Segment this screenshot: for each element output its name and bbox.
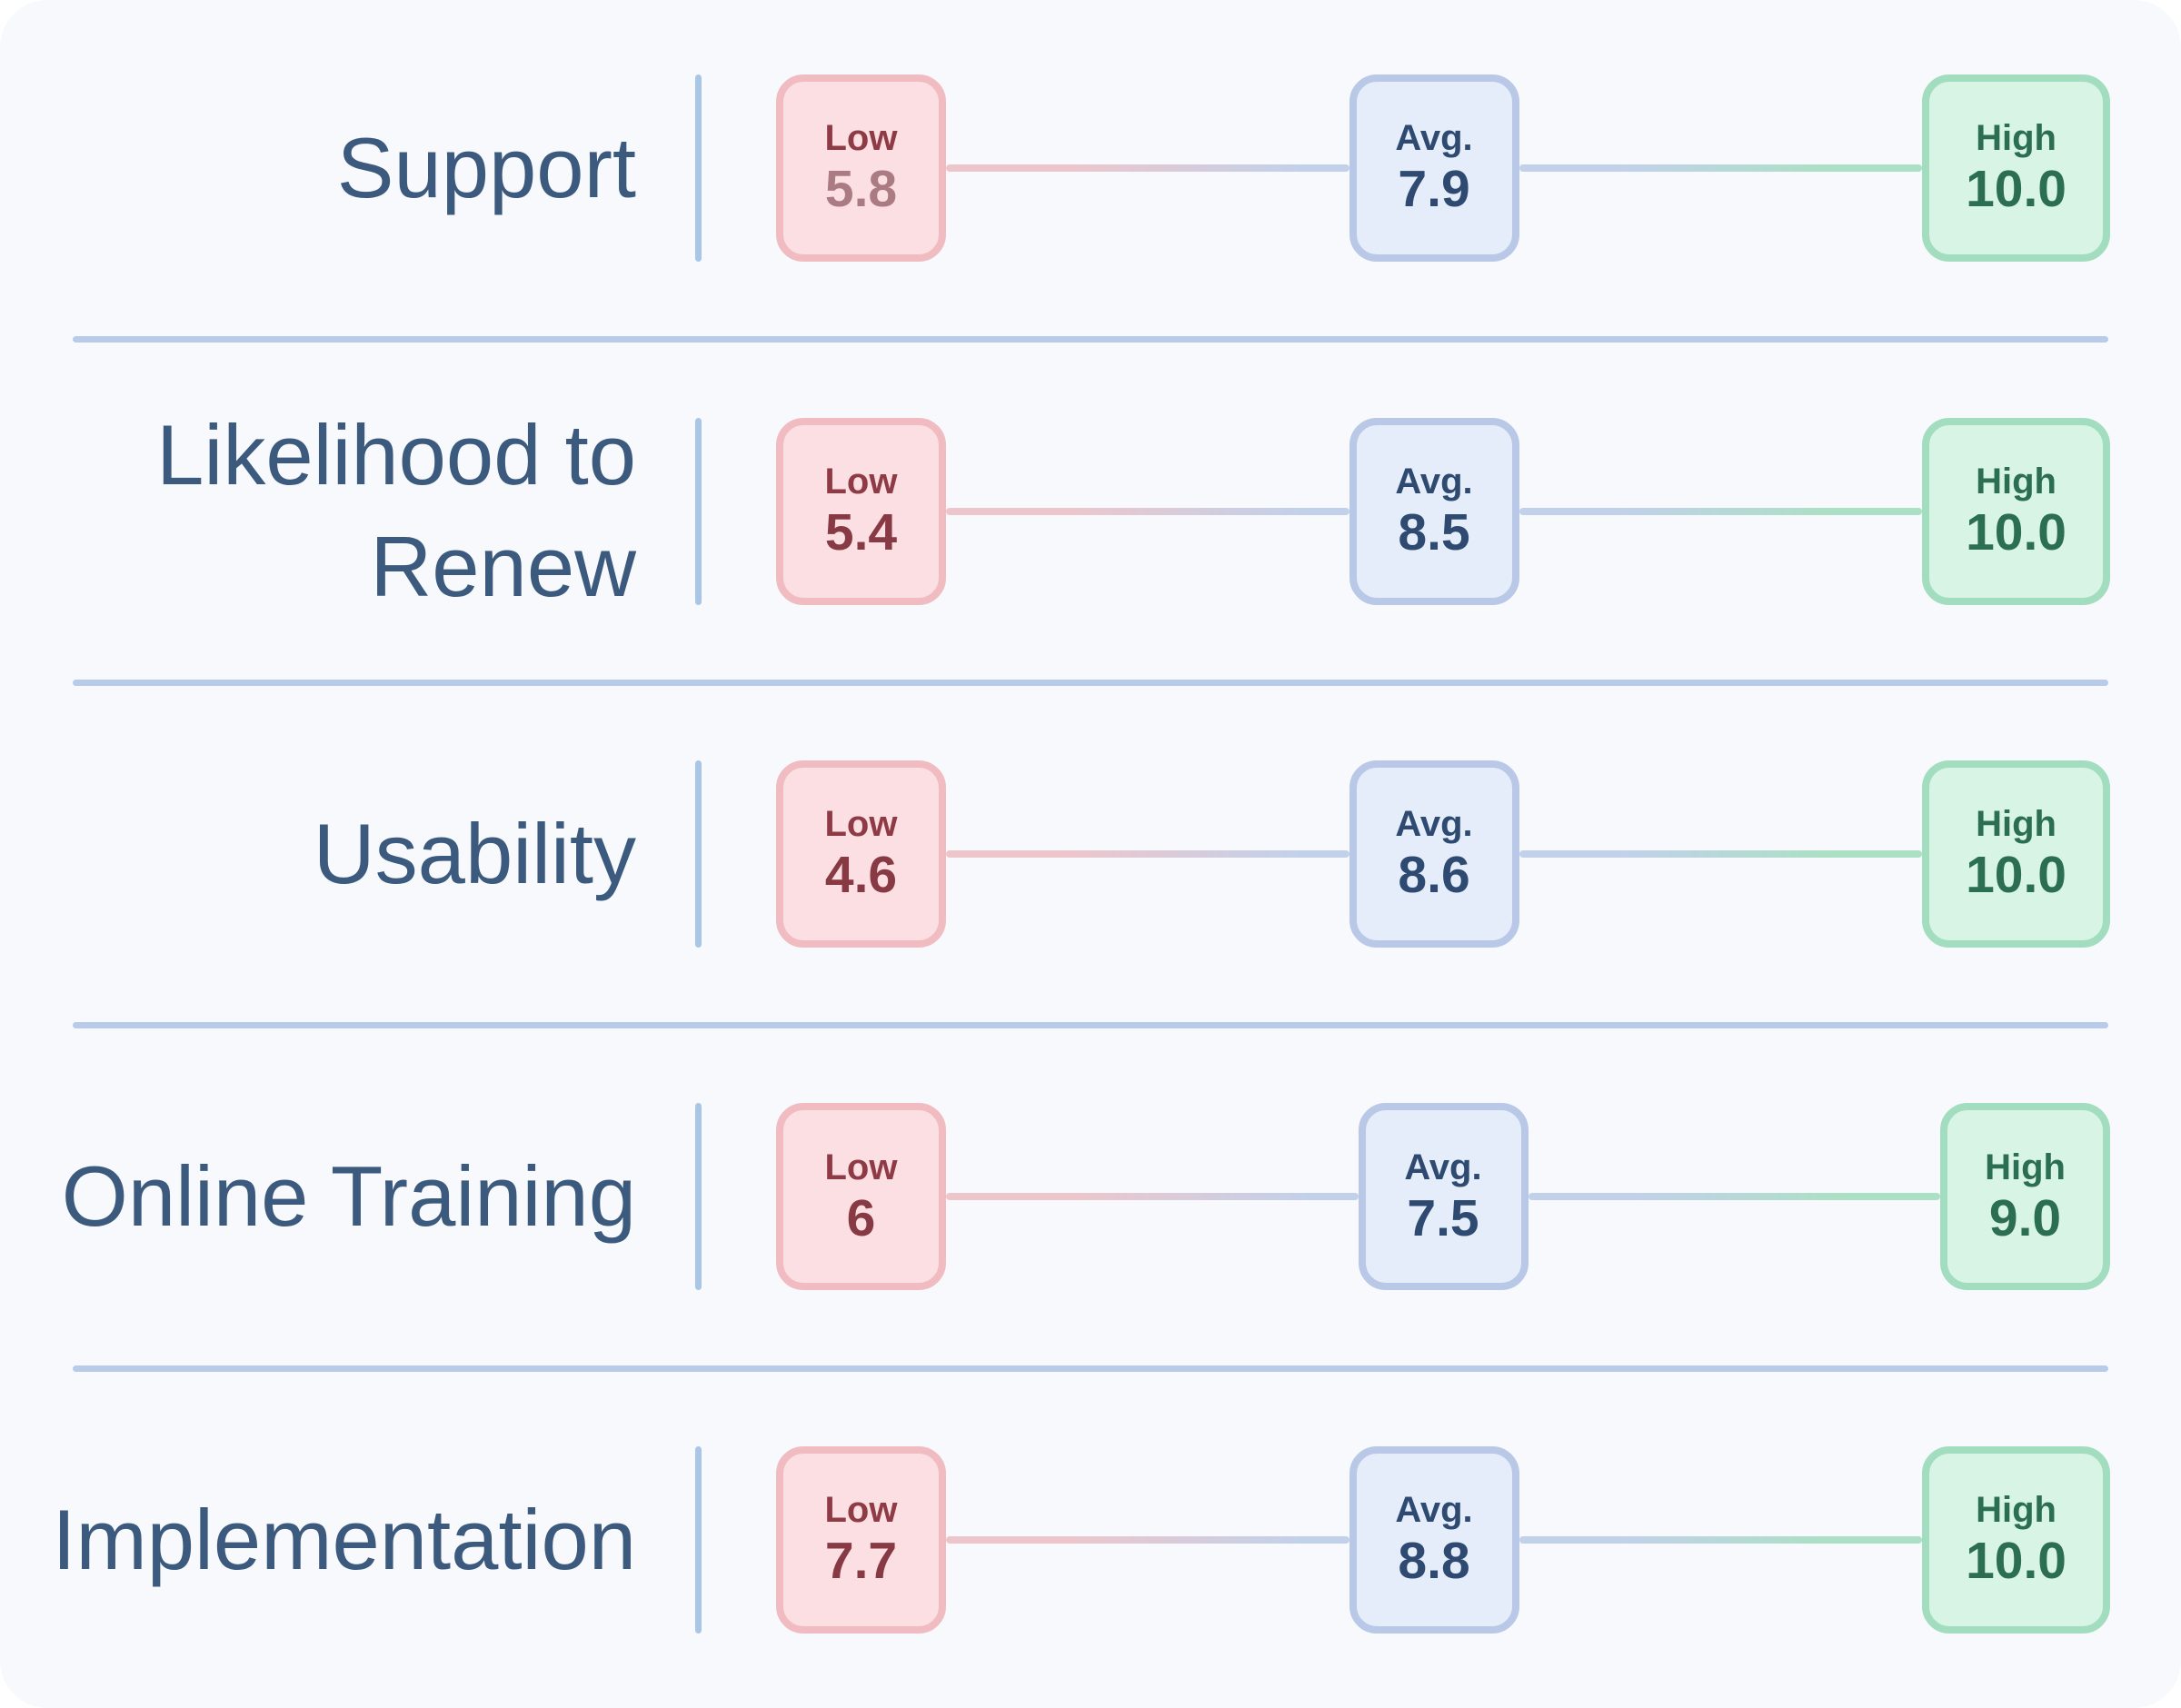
metric-label: Implementation <box>52 1491 636 1587</box>
metric-row-likelihood-to-renew: Likelihood to Renew Low 5.4 Avg. 8.5 Hig… <box>0 343 2181 679</box>
low-avg-connector <box>946 850 1349 859</box>
high-badge: High 10.0 <box>1922 74 2111 263</box>
range-track: Low 5.8 Avg. 7.9 High 10.0 <box>702 74 2111 263</box>
metric-label: Usability <box>313 805 636 901</box>
low-label: Low <box>824 804 898 845</box>
high-label: High <box>1976 1490 2057 1531</box>
avg-value: 7.5 <box>1407 1188 1479 1247</box>
metric-label: Online Training <box>61 1148 636 1245</box>
row-separator <box>73 1365 2108 1372</box>
metric-label: Likelihood to Renew <box>156 407 636 614</box>
row-separator <box>73 1022 2108 1029</box>
avg-high-connector <box>1519 1535 1923 1544</box>
row-divider <box>695 417 702 605</box>
high-value: 10.0 <box>1966 502 2067 561</box>
low-value: 4.6 <box>824 846 898 905</box>
avg-high-connector <box>1519 507 1923 515</box>
high-value: 10.0 <box>1966 160 2067 219</box>
avg-badge: Avg. 7.5 <box>1358 1103 1529 1291</box>
metric-row-support: Support Low 5.8 Avg. 7.9 High 10.0 <box>0 0 2181 336</box>
avg-badge: Avg. 8.5 <box>1349 417 1519 605</box>
avg-label: Avg. <box>1404 1147 1482 1187</box>
high-badge: High 10.0 <box>1922 417 2111 605</box>
low-label: Low <box>824 118 898 159</box>
low-avg-connector <box>946 507 1349 515</box>
high-value: 10.0 <box>1966 1532 2067 1591</box>
metric-row-online-training: Online Training Low 6 Avg. 7.5 High 9.0 <box>0 1028 2181 1365</box>
avg-value: 8.6 <box>1398 846 1470 905</box>
low-avg-connector <box>946 164 1349 173</box>
avg-value: 8.8 <box>1398 1532 1470 1591</box>
row-divider <box>695 74 702 263</box>
row-separator <box>73 679 2108 686</box>
high-label: High <box>1976 804 2057 845</box>
high-badge: High 10.0 <box>1922 1445 2111 1634</box>
avg-badge: Avg. 8.8 <box>1349 1445 1519 1634</box>
low-badge: Low 5.4 <box>776 417 946 605</box>
low-value: 7.7 <box>824 1532 898 1591</box>
high-label: High <box>1976 118 2057 159</box>
low-value: 5.8 <box>824 160 898 219</box>
avg-badge: Avg. 8.6 <box>1349 760 1519 948</box>
metric-row-implementation: Implementation Low 7.7 Avg. 8.8 High 10.… <box>0 1372 2181 1708</box>
row-separator <box>73 336 2108 343</box>
range-track: Low 5.4 Avg. 8.5 High 10.0 <box>702 417 2111 605</box>
row-divider <box>695 760 702 948</box>
avg-value: 8.5 <box>1398 502 1470 561</box>
low-avg-connector <box>946 1193 1359 1201</box>
avg-high-connector <box>1519 850 1923 859</box>
high-value: 10.0 <box>1966 846 2067 905</box>
high-badge: High 10.0 <box>1922 760 2111 948</box>
metric-label: Support <box>336 120 636 216</box>
low-avg-connector <box>946 1535 1349 1544</box>
low-label: Low <box>824 1490 898 1531</box>
avg-value: 7.9 <box>1398 160 1470 219</box>
low-value: 5.4 <box>824 502 898 561</box>
low-badge: Low 7.7 <box>776 1445 946 1634</box>
range-track: Low 4.6 Avg. 8.6 High 10.0 <box>702 760 2111 948</box>
avg-label: Avg. <box>1395 804 1473 845</box>
low-label: Low <box>824 461 898 501</box>
high-badge: High 9.0 <box>1940 1103 2110 1291</box>
avg-high-connector <box>1519 164 1923 173</box>
row-divider <box>695 1103 702 1291</box>
high-value: 9.0 <box>1988 1188 2062 1247</box>
low-label: Low <box>824 1147 898 1187</box>
range-track: Low 6 Avg. 7.5 High 9.0 <box>702 1103 2110 1291</box>
row-divider <box>695 1445 702 1634</box>
range-track: Low 7.7 Avg. 8.8 High 10.0 <box>702 1445 2111 1634</box>
low-badge: Low 6 <box>776 1103 946 1291</box>
avg-badge: Avg. 7.9 <box>1349 74 1519 263</box>
high-label: High <box>1985 1147 2066 1187</box>
low-badge: Low 5.8 <box>776 74 946 263</box>
avg-label: Avg. <box>1395 461 1473 501</box>
avg-label: Avg. <box>1395 1490 1473 1531</box>
avg-label: Avg. <box>1395 118 1473 159</box>
high-label: High <box>1976 461 2057 501</box>
avg-high-connector <box>1528 1193 1940 1201</box>
metric-row-usability: Usability Low 4.6 Avg. 8.6 High 10.0 <box>0 686 2181 1022</box>
low-badge: Low 4.6 <box>776 760 946 948</box>
low-value: 6 <box>846 1188 876 1247</box>
